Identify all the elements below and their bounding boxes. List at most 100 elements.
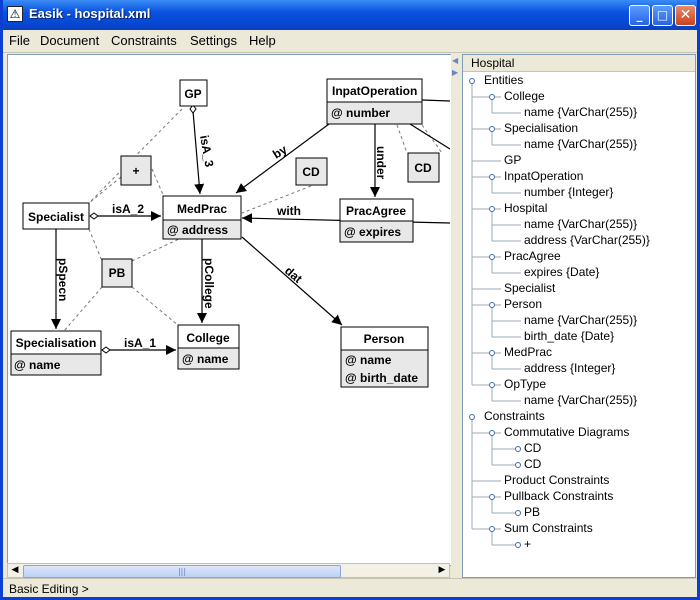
sketch-diagram[interactable]: isA_3 by under isA_2 with pSpecn pColleg… — [8, 55, 451, 565]
collapse-right-arrow-icon[interactable]: ▶ — [452, 68, 459, 77]
tree-node[interactable]: PracAgree — [504, 249, 561, 263]
entity-name: PB — [109, 266, 126, 280]
menu-bar: File Document Constraints Settings Help — [3, 30, 697, 53]
entity-name: College — [186, 331, 230, 345]
tree-expander-icon[interactable] — [489, 382, 495, 388]
tree-leaf-icon — [515, 542, 521, 548]
tree-node[interactable]: Commutative Diagrams — [504, 425, 630, 439]
entity-name: GP — [184, 87, 201, 101]
tree-node[interactable]: address {VarChar(255)} — [524, 233, 650, 247]
entity-college[interactable]: College @ name — [177, 324, 240, 370]
entity-attr: @ number — [331, 106, 390, 120]
edge-label-pCollege: pCollege — [202, 258, 216, 309]
tree-node[interactable]: Hospital — [504, 201, 548, 215]
tree-node[interactable]: expires {Date} — [524, 265, 600, 279]
entity-name: Person — [364, 332, 405, 346]
tree-node[interactable]: address {Integer} — [524, 361, 616, 375]
tree-connector-lines — [469, 78, 521, 548]
tree-node[interactable]: name {VarChar(255)} — [524, 137, 638, 151]
tree-node[interactable]: name {VarChar(255)} — [524, 105, 638, 119]
tree-expander-icon[interactable] — [489, 94, 495, 100]
entity-specialist[interactable]: Specialist — [22, 202, 90, 230]
entity-specialisation[interactable]: Specialisation @ name — [10, 330, 102, 376]
tree-node[interactable]: Product Constraints — [504, 473, 610, 487]
tree-node[interactable]: College — [504, 89, 545, 103]
entity-person[interactable]: Person @ name @ birth_date — [340, 326, 429, 388]
menu-document[interactable]: Document — [40, 33, 100, 48]
edge-label-under: under — [374, 146, 388, 180]
tree-node[interactable]: MedPrac — [504, 345, 553, 359]
tree-expander-icon[interactable] — [469, 414, 475, 420]
menu-help[interactable]: Help — [249, 33, 276, 48]
entity-gp[interactable]: GP — [179, 79, 208, 107]
tree-node[interactable]: Constraints — [484, 409, 545, 423]
tree-node[interactable]: + — [524, 537, 532, 551]
tree-expander-icon[interactable] — [489, 126, 495, 132]
tree-expander-icon[interactable] — [489, 526, 495, 532]
entity-inpatoperation[interactable]: InpatOperation @ number — [326, 78, 423, 125]
entity-name: Specialisation — [16, 336, 97, 350]
tree-expander-icon[interactable] — [489, 206, 495, 212]
tree-node[interactable]: InpatOperation — [504, 169, 584, 183]
tree-node[interactable]: name {VarChar(255)} — [524, 313, 638, 327]
tree-expander-icon[interactable] — [489, 350, 495, 356]
tree-node[interactable]: PB — [524, 505, 541, 519]
easik-app-icon[interactable]: ⚠ — [7, 6, 23, 22]
tree-node[interactable]: GP — [504, 153, 522, 167]
tree-node[interactable]: name {VarChar(255)} — [524, 393, 638, 407]
title-bar[interactable]: ⚠ Easik - hospital.xml _ □ ✕ — [3, 0, 697, 30]
edge-label-with: with — [276, 204, 301, 218]
entity-pracagree[interactable]: PracAgree @ expires — [339, 198, 414, 243]
tree-node[interactable]: Person — [504, 297, 543, 311]
tree-expander-icon[interactable] — [489, 302, 495, 308]
tree-node[interactable]: number {Integer} — [524, 185, 614, 199]
tree-node[interactable]: Entities — [484, 73, 524, 87]
edge-label-isA_1: isA_1 — [124, 336, 156, 350]
tree-expander-icon[interactable] — [489, 430, 495, 436]
maximize-button[interactable]: □ — [652, 5, 673, 26]
tree-node[interactable]: birth_date {Date} — [524, 329, 615, 343]
scroll-right-arrow-icon[interactable]: ▶ — [438, 565, 446, 575]
scroll-thumb[interactable]: ||| — [23, 565, 341, 578]
tree-node[interactable]: name {VarChar(255)} — [524, 217, 638, 231]
tree-leaf-icon — [515, 462, 521, 468]
entity-medprac[interactable]: MedPrac @ address — [162, 195, 242, 240]
tree-node[interactable]: OpType — [504, 377, 547, 391]
tree-node[interactable]: CD — [524, 441, 542, 455]
tree-node[interactable]: CD — [524, 457, 542, 471]
tree-node[interactable]: Sum Constraints — [504, 521, 593, 535]
entity-attr: @ name — [182, 352, 229, 366]
tree-expander-icon[interactable] — [489, 174, 495, 180]
sum-constraint-node[interactable]: + — [120, 155, 152, 186]
tree-expander-icon[interactable] — [489, 494, 495, 500]
tree-header-title: Hospital — [471, 56, 515, 70]
horizontal-scrollbar[interactable]: ◀ ||| ▶ — [7, 563, 450, 578]
edge-label-pSpecn: pSpecn — [56, 258, 70, 301]
tree-expander-icon[interactable] — [489, 254, 495, 260]
entity-attr: @ address — [167, 223, 228, 237]
tree-node[interactable]: Pullback Constraints — [504, 489, 614, 503]
menu-file[interactable]: File — [9, 33, 30, 48]
tree-expander-icon[interactable] — [469, 78, 475, 84]
pullback-constraint-node[interactable]: PB — [101, 258, 133, 288]
window-title: Easik - hospital.xml — [29, 6, 151, 21]
entity-attr: @ birth_date — [345, 371, 418, 385]
entity-attr: @ name — [14, 358, 61, 372]
tree-node[interactable]: Specialisation — [504, 121, 579, 135]
minimize-button[interactable]: _ — [629, 5, 650, 26]
commutative-diagram-node-1[interactable]: CD — [295, 157, 328, 186]
scroll-left-arrow-icon[interactable]: ◀ — [11, 565, 19, 575]
collapse-left-arrow-icon[interactable]: ◀ — [452, 56, 459, 65]
close-button[interactable]: ✕ — [675, 5, 696, 26]
sketch-canvas[interactable]: isA_3 by under isA_2 with pSpecn pColleg… — [7, 54, 452, 566]
tree-leaf-icon — [515, 510, 521, 516]
split-pane-divider[interactable]: ◀ ▶ — [451, 54, 460, 578]
menu-constraints[interactable]: Constraints — [111, 33, 177, 48]
commutative-diagram-node-2[interactable]: CD — [407, 152, 440, 183]
edge-label-isA_3: isA_3 — [197, 134, 216, 168]
edge-label-dat: dat — [282, 264, 305, 286]
menu-settings[interactable]: Settings — [190, 33, 237, 48]
tree-node[interactable]: Specialist — [504, 281, 556, 295]
entity-name: + — [132, 164, 139, 178]
